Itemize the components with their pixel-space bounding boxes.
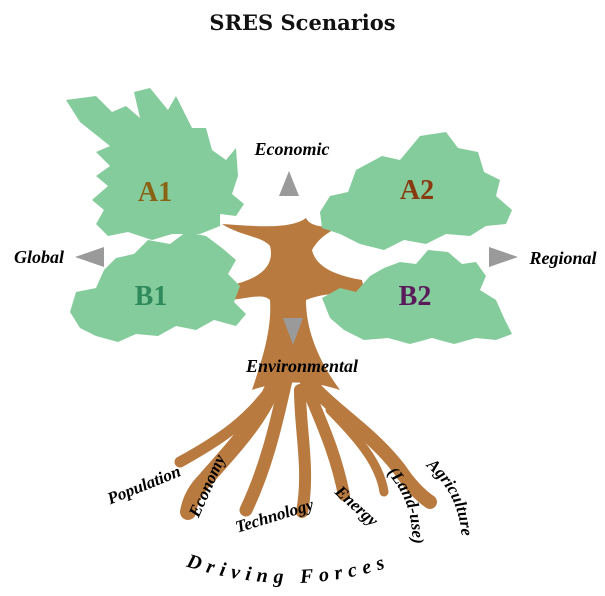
axis-label-global: Global (14, 247, 64, 267)
quadrant-label-b2: B2 (399, 281, 432, 312)
foliage-a1 (66, 88, 244, 240)
arrow-left-icon (75, 247, 104, 267)
force-label-land-use: (Land-use) (384, 463, 427, 544)
force-label-population: Population (104, 462, 184, 509)
root-mid-right (300, 379, 350, 501)
foliage-b2 (322, 250, 512, 344)
root-mid-left (239, 373, 293, 517)
axis-label-regional: Regional (528, 248, 596, 268)
axis-label-economic: Economic (254, 139, 330, 159)
root-right-2 (325, 405, 389, 497)
driving-forces-label: Driving Forces (183, 550, 392, 588)
quadrant-label-a2: A2 (400, 175, 434, 206)
foliage (66, 88, 512, 344)
arrow-right-icon (489, 247, 518, 267)
root-mid (294, 384, 312, 518)
tree-trunk (222, 218, 366, 390)
tree-roots (174, 352, 437, 520)
arrow-down-icon (283, 318, 303, 345)
force-label-energy: Energy (331, 481, 383, 530)
direction-arrows (75, 171, 518, 345)
axis-label-environmental: Environmental (245, 356, 358, 376)
root-right (293, 365, 437, 509)
foliage-a2 (320, 132, 512, 250)
arrow-up-icon (279, 171, 299, 196)
quadrant-label-b1: B1 (135, 281, 168, 312)
root-left-2 (174, 376, 282, 468)
quadrant-label-a1: A1 (138, 177, 172, 208)
page-title: SRES Scenarios (209, 10, 396, 35)
foliage-b1 (70, 232, 246, 342)
